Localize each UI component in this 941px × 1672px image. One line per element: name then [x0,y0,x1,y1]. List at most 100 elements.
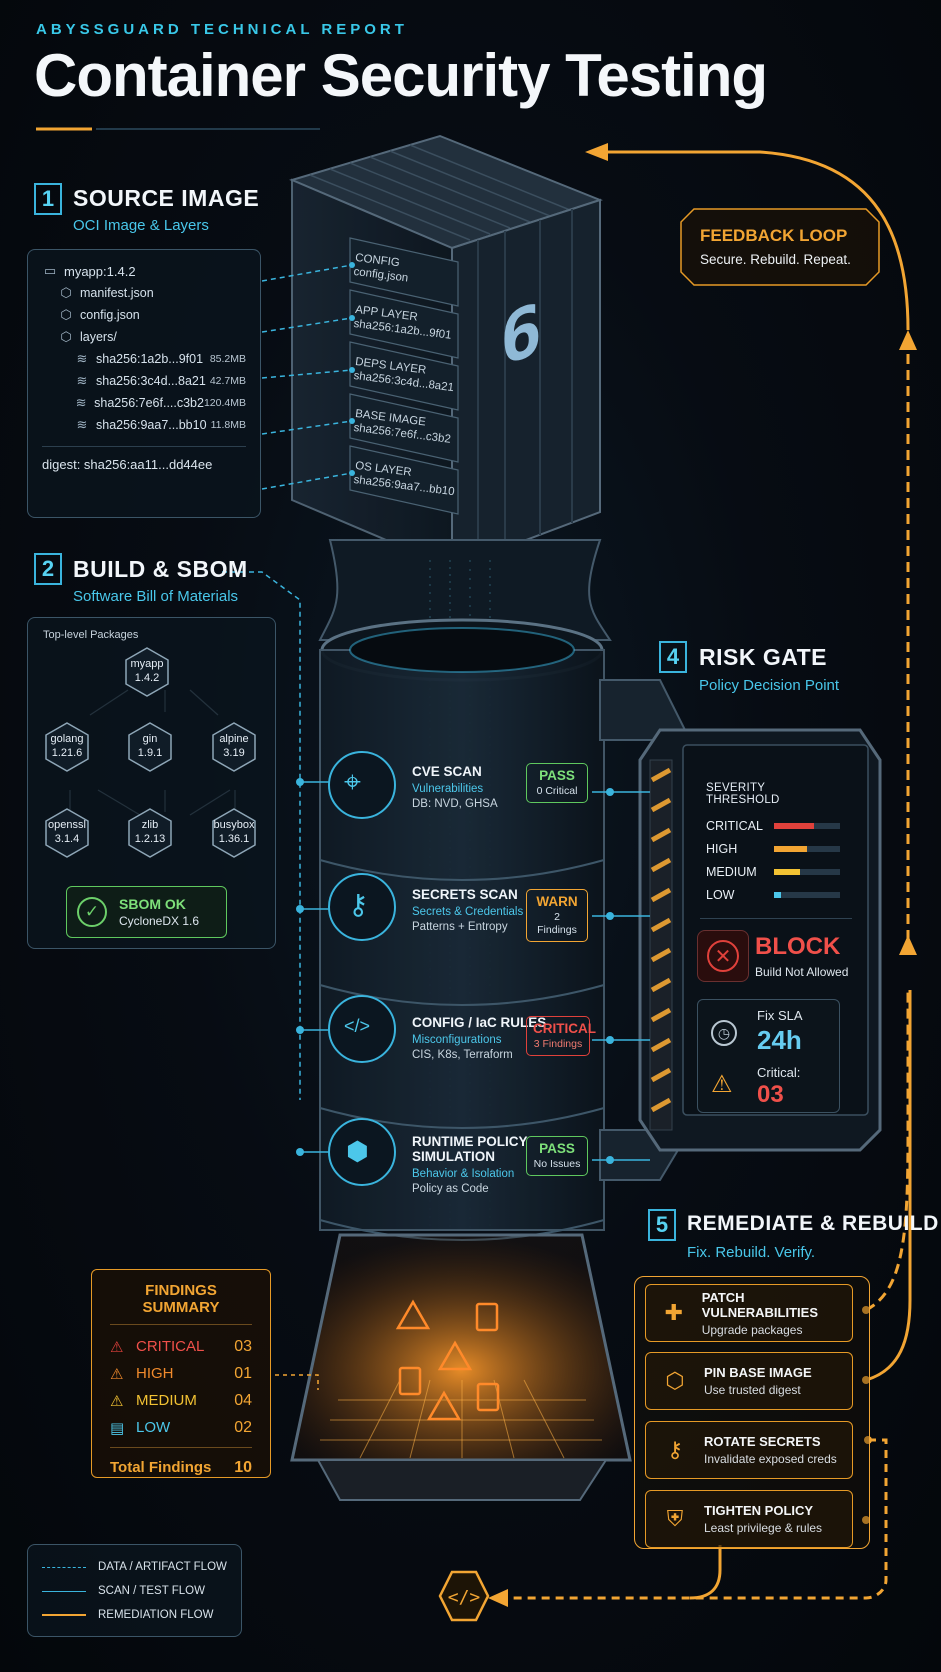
source-image-title: SOURCE IMAGE [73,185,260,211]
cube-icon: ⬡ [60,329,72,344]
sbom-panel-label: Top-level Packages [43,629,139,641]
svg-text:6: 6 [500,287,542,383]
tree-layer[interactable]: ≋sha256:1a2b...9f01 85.2MB [42,348,246,370]
code-file-icon: </> [344,1016,371,1036]
key-icon: ⚷ [666,1437,684,1462]
layers-icon: ≋ [76,351,88,366]
severity-threshold: SEVERITY THRESHOLD CRITICAL HIGH MEDIUM … [706,782,840,906]
report-kicker: ABYSSGUARD TECHNICAL REPORT [36,21,408,38]
crosshair-icon: ⌖ [344,766,361,799]
layers-icon: ≋ [76,373,88,388]
risk-gate-subtitle: Policy Decision Point [699,677,840,694]
warning-icon: ⚠ [711,1071,733,1098]
tree-file[interactable]: ⬡manifest.json [42,282,246,304]
feedback-subtitle: Secure. Rebuild. Repeat. [700,252,851,267]
clock-icon: ◷ [711,1020,737,1046]
sbom-status-badge: ✓ SBOM OK CycloneDX 1.6 [66,886,227,938]
container-box: 6 [289,134,603,570]
feedback-title: FEEDBACK LOOP [700,226,848,245]
cube-icon: ⬢ [346,1136,369,1166]
feedback-box-frame [680,208,880,286]
cube-icon: ⬡ [60,307,72,322]
layers-icon: ≋ [76,417,88,432]
remediate-title: REMEDIATE & REBUILD [687,1212,939,1235]
threshold-row: CRITICAL [706,814,840,837]
source-image-subtitle: OCI Image & Layers [73,217,209,234]
image-digest: digest: sha256:aa11...dd44ee [42,446,246,472]
section-number-2: 2 [34,553,62,585]
threshold-row: MEDIUM [706,860,840,883]
remediate-subtitle: Fix. Rebuild. Verify. [687,1244,816,1261]
legend-item: SCAN / TEST FLOW [42,1579,227,1603]
sbom-title: BUILD & SBOM [73,556,248,582]
image-tree-panel: ▭ myapp:1.4.2 ⬡manifest.json ⬡config.jso… [27,249,261,518]
gate-decision-sub: Build Not Allowed [755,965,849,979]
legend-item: DATA / ARTIFACT FLOW [42,1555,227,1579]
code-icon: </> [448,1587,481,1608]
cube-icon: ⬡ [60,285,72,300]
tree-layer[interactable]: ≋sha256:3c4d...8a21 42.7MB [42,370,246,392]
threshold-row: HIGH [706,837,840,860]
section-number-5: 5 [648,1209,676,1241]
document-icon: ▤ [110,1419,125,1437]
warning-icon: ⚠ [110,1338,124,1356]
threshold-row: LOW [706,883,840,906]
findings-total: Total Findings 10 [110,1447,252,1481]
section-number-1: 1 [34,183,62,215]
bandage-icon: ✚ [664,1300,684,1325]
gate-decision: BLOCK [755,933,841,960]
tree-layer[interactable]: ≋sha256:7e6f....c3b2 120.4MB [75,395,246,410]
check-icon: ✓ [77,897,107,927]
warning-icon: ⚠ [110,1392,124,1410]
scan-stage-cve[interactable]: CVE SCAN Vulnerabilities DB: NVD, GHSA [412,764,498,810]
legend: DATA / ARTIFACT FLOW SCAN / TEST FLOW RE… [27,1544,242,1637]
sbom-subtitle: Software Bill of Materials [73,588,239,605]
scan-stage-config[interactable]: CONFIG / IaC RULES Misconfigurations CIS… [412,1015,547,1061]
threshold-bar-high [774,845,807,852]
x-circle-icon: ✕ [707,940,739,972]
threshold-bar-low [774,891,781,898]
block-icon-box: ✕ [697,930,749,982]
layers-icon: ≋ [75,395,87,410]
legend-item: REMEDIATION FLOW [42,1603,227,1627]
warning-icon: ⚠ [110,1365,124,1383]
shield-icon: ⛨ [666,1506,684,1531]
tree-folder[interactable]: ⬡layers/ [42,326,246,348]
box-icon: ⬡ [665,1368,685,1393]
scan-stage-secrets[interactable]: SECRETS SCAN Secrets & Credentials Patte… [412,887,524,933]
threshold-bar-medium [774,868,801,875]
tree-root[interactable]: ▭ myapp:1.4.2 [43,263,136,279]
page-title: Container Security Testing [34,42,768,109]
key-icon: ⚷ [348,889,369,920]
scan-stage-runtime[interactable]: RUNTIME POLICY SIMULATION Behavior & Iso… [412,1134,528,1195]
folder-icon: ▭ [43,263,57,278]
threshold-bar-critical [774,822,814,829]
tree-layer[interactable]: ≋sha256:9aa7...bb10 11.8MB [42,414,246,436]
sla-panel: ◷ Fix SLA 24h ⚠ Critical: 03 [697,999,840,1113]
section-number-4: 4 [659,641,687,673]
tree-file[interactable]: ⬡config.json [42,304,246,326]
risk-gate-title: RISK GATE [699,644,828,670]
